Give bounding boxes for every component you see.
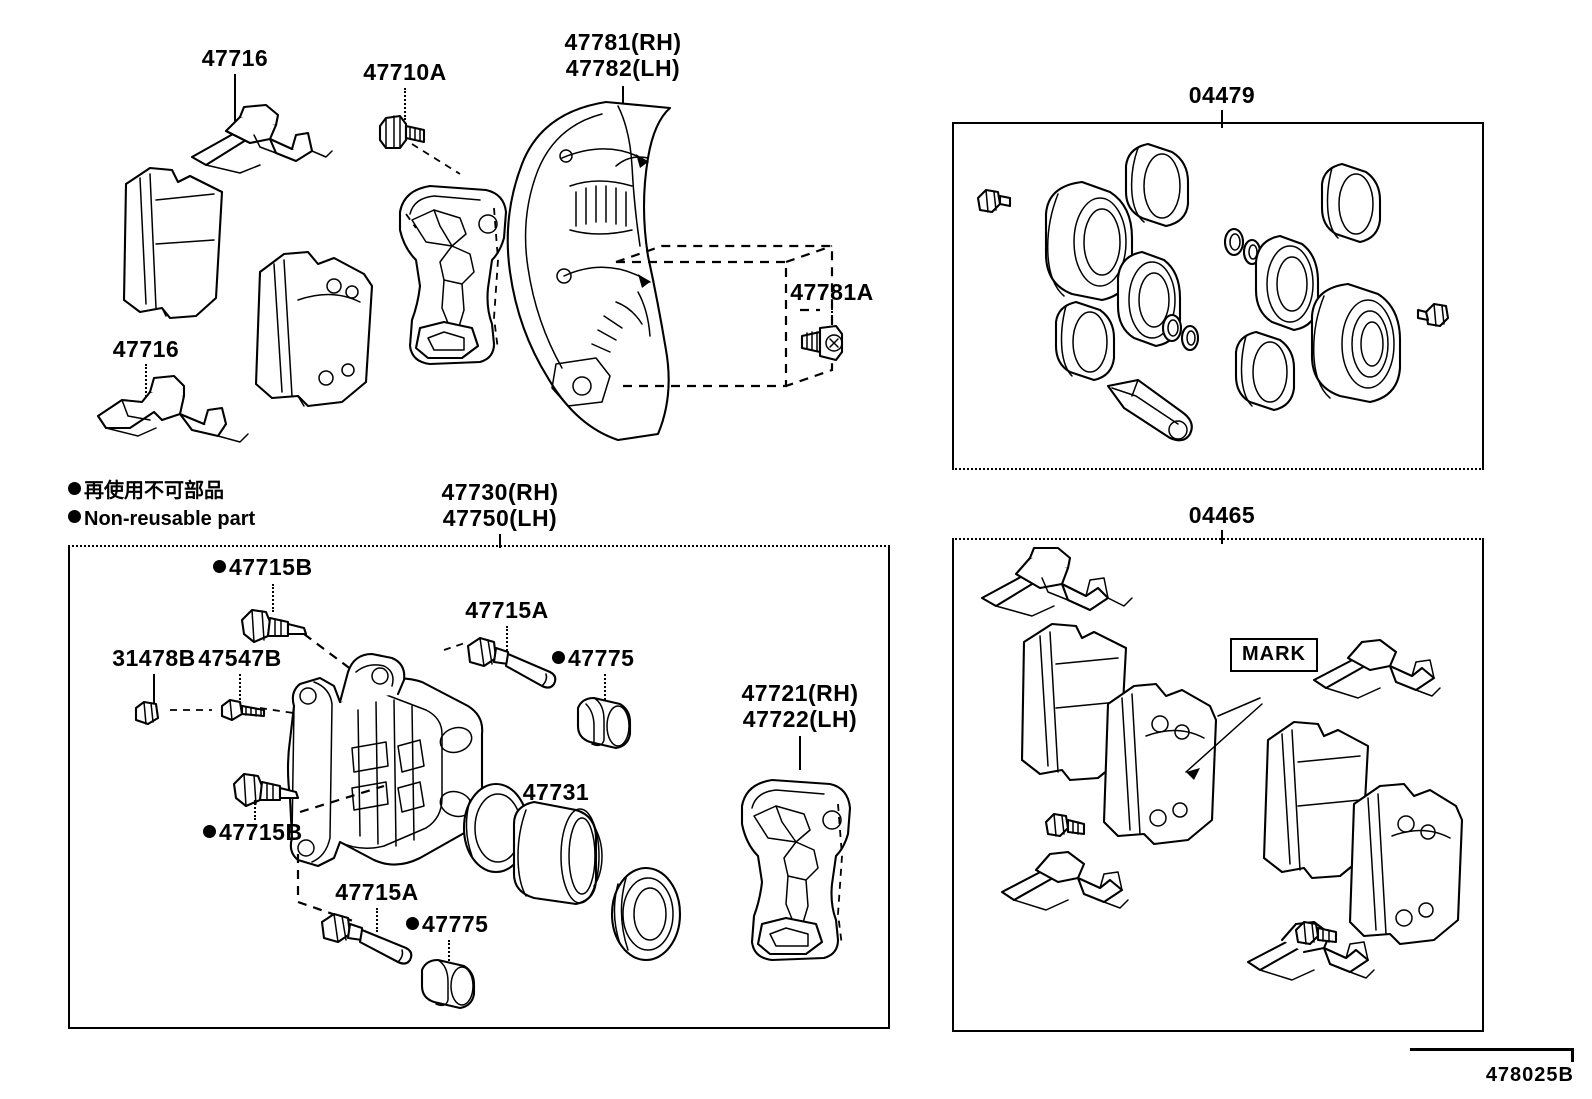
callout-47781A: 47781A (790, 279, 874, 305)
pad-support-plate-upper-art (180, 95, 360, 185)
pin-bottom-dash (296, 780, 392, 820)
pin-boot-lower-art (412, 952, 492, 1016)
callout-47716-upper: 47716 (201, 45, 269, 71)
slide-pin-bolt-bottom-art (228, 766, 314, 816)
panel-caption-pad-kit: 04465 (1188, 502, 1256, 528)
leader-47715B-bottom (254, 800, 256, 820)
leader-47716-lower (145, 364, 147, 400)
panel-caption-seal-kit: 04479 (1188, 82, 1256, 108)
cap-to-screw-dash (168, 700, 216, 722)
caliper-mounting-bracket-upper-art (382, 168, 522, 374)
pin-boot-upper-art (568, 690, 648, 756)
legend-english-text: Non-reusable part (84, 508, 256, 530)
callout-47775-lower: 47775 (406, 912, 488, 936)
callout-47715B-top-text: 47715B (229, 554, 313, 580)
leader-47721 (799, 736, 801, 770)
legend: 再使用不可部品 Non-reusable part (68, 476, 255, 534)
dust-cover-screw-art (796, 322, 860, 366)
nonreusable-dot-icon (68, 482, 81, 495)
callout-47715B-bottom-text: 47715B (219, 819, 303, 845)
disc-dust-cover-art (498, 96, 758, 446)
leader-pad-kit-panel (1221, 530, 1223, 544)
leader-47715A-upper (506, 626, 508, 654)
caliper-piston-art (500, 790, 630, 920)
nonreusable-dot-icon-2 (68, 510, 81, 523)
brake-pad-inner-art (242, 230, 412, 415)
panel-caption-caliper-assembly-text: 47730(RH) 47750(LH) (441, 479, 559, 531)
leader-47781A (831, 308, 833, 332)
callout-47721-47722-text: 47721(RH) 47722(LH) (741, 680, 859, 732)
slide-pin-lower-art (312, 906, 442, 970)
callout-47775-lower-text: 47775 (422, 911, 489, 937)
callout-47710A: 47710A (363, 59, 447, 85)
leader-47715B-top (272, 584, 274, 612)
leader-caliper-panel (499, 534, 501, 548)
screw-to-caliper-dash (258, 700, 304, 724)
caliper-mounting-bracket-lower-art (724, 762, 870, 970)
footer-rule (1410, 1048, 1574, 1062)
callout-47715A-upper: 47715A (465, 597, 549, 623)
leader-47775-upper (604, 674, 606, 708)
callout-31478B: 31478B (112, 645, 196, 671)
brake-pad-outer-art (110, 148, 270, 328)
nonreusable-dot-icon-6 (406, 917, 419, 930)
callout-47715B-bottom: 47715B (203, 820, 303, 844)
leader-47775-lower (448, 940, 450, 964)
leader-47547B (239, 674, 241, 700)
leader-31478B (153, 674, 155, 704)
dust-cover-screw-projection (610, 240, 840, 430)
callout-47716-lower: 47716 (112, 336, 180, 362)
piston-dust-seal-art (596, 860, 696, 970)
leader-47710A (404, 88, 406, 120)
bleeder-plug-screw-art (212, 692, 282, 732)
piston-seal-ring-art (452, 778, 542, 878)
callout-47775-upper-text: 47775 (568, 645, 635, 671)
nonreusable-dot-icon-3 (213, 560, 226, 573)
leader-47715A-lower (376, 908, 378, 932)
callout-47547B: 47547B (198, 645, 282, 671)
bolt-to-bracket-dash (408, 140, 468, 180)
callout-47721-47722: 47721(RH) 47722(LH) (741, 680, 859, 733)
callout-47731: 47731 (522, 779, 590, 805)
nonreusable-dot-icon-4 (552, 651, 565, 664)
nonreusable-dot-icon-5 (203, 825, 216, 838)
panel-caption-caliper-assembly: 47730(RH) 47750(LH) (441, 479, 559, 532)
legend-english-row: Non-reusable part (68, 505, 255, 534)
bracket-bolt-art (372, 108, 452, 168)
legend-japanese-row: 再使用不可部品 (68, 476, 255, 505)
callout-47715B-top: 47715B (213, 555, 313, 579)
callout-47715A-lower: 47715A (335, 879, 419, 905)
figure-code: 478025B (1485, 1064, 1574, 1086)
legend-japanese-text: 再使用不可部品 (84, 478, 224, 502)
leader-seal-kit-panel (1221, 110, 1223, 128)
callout-47781-47782: 47781(RH) 47782(LH) (564, 29, 682, 82)
slide-pin-upper-art (442, 632, 572, 698)
bleeder-cap-art (130, 696, 178, 732)
slide-pin-bolt-top-art (236, 604, 316, 652)
callout-47781-47782-text: 47781(RH) 47782(LH) (564, 29, 682, 81)
leader-47716-upper (234, 74, 236, 122)
pad-kit-contents-art (960, 546, 1472, 1020)
seal-kit-contents-art (960, 130, 1472, 460)
mark-tag-box: MARK (1230, 638, 1318, 672)
pad-support-plate-lower-art (92, 366, 272, 446)
callout-47775-upper: 47775 (552, 646, 634, 670)
